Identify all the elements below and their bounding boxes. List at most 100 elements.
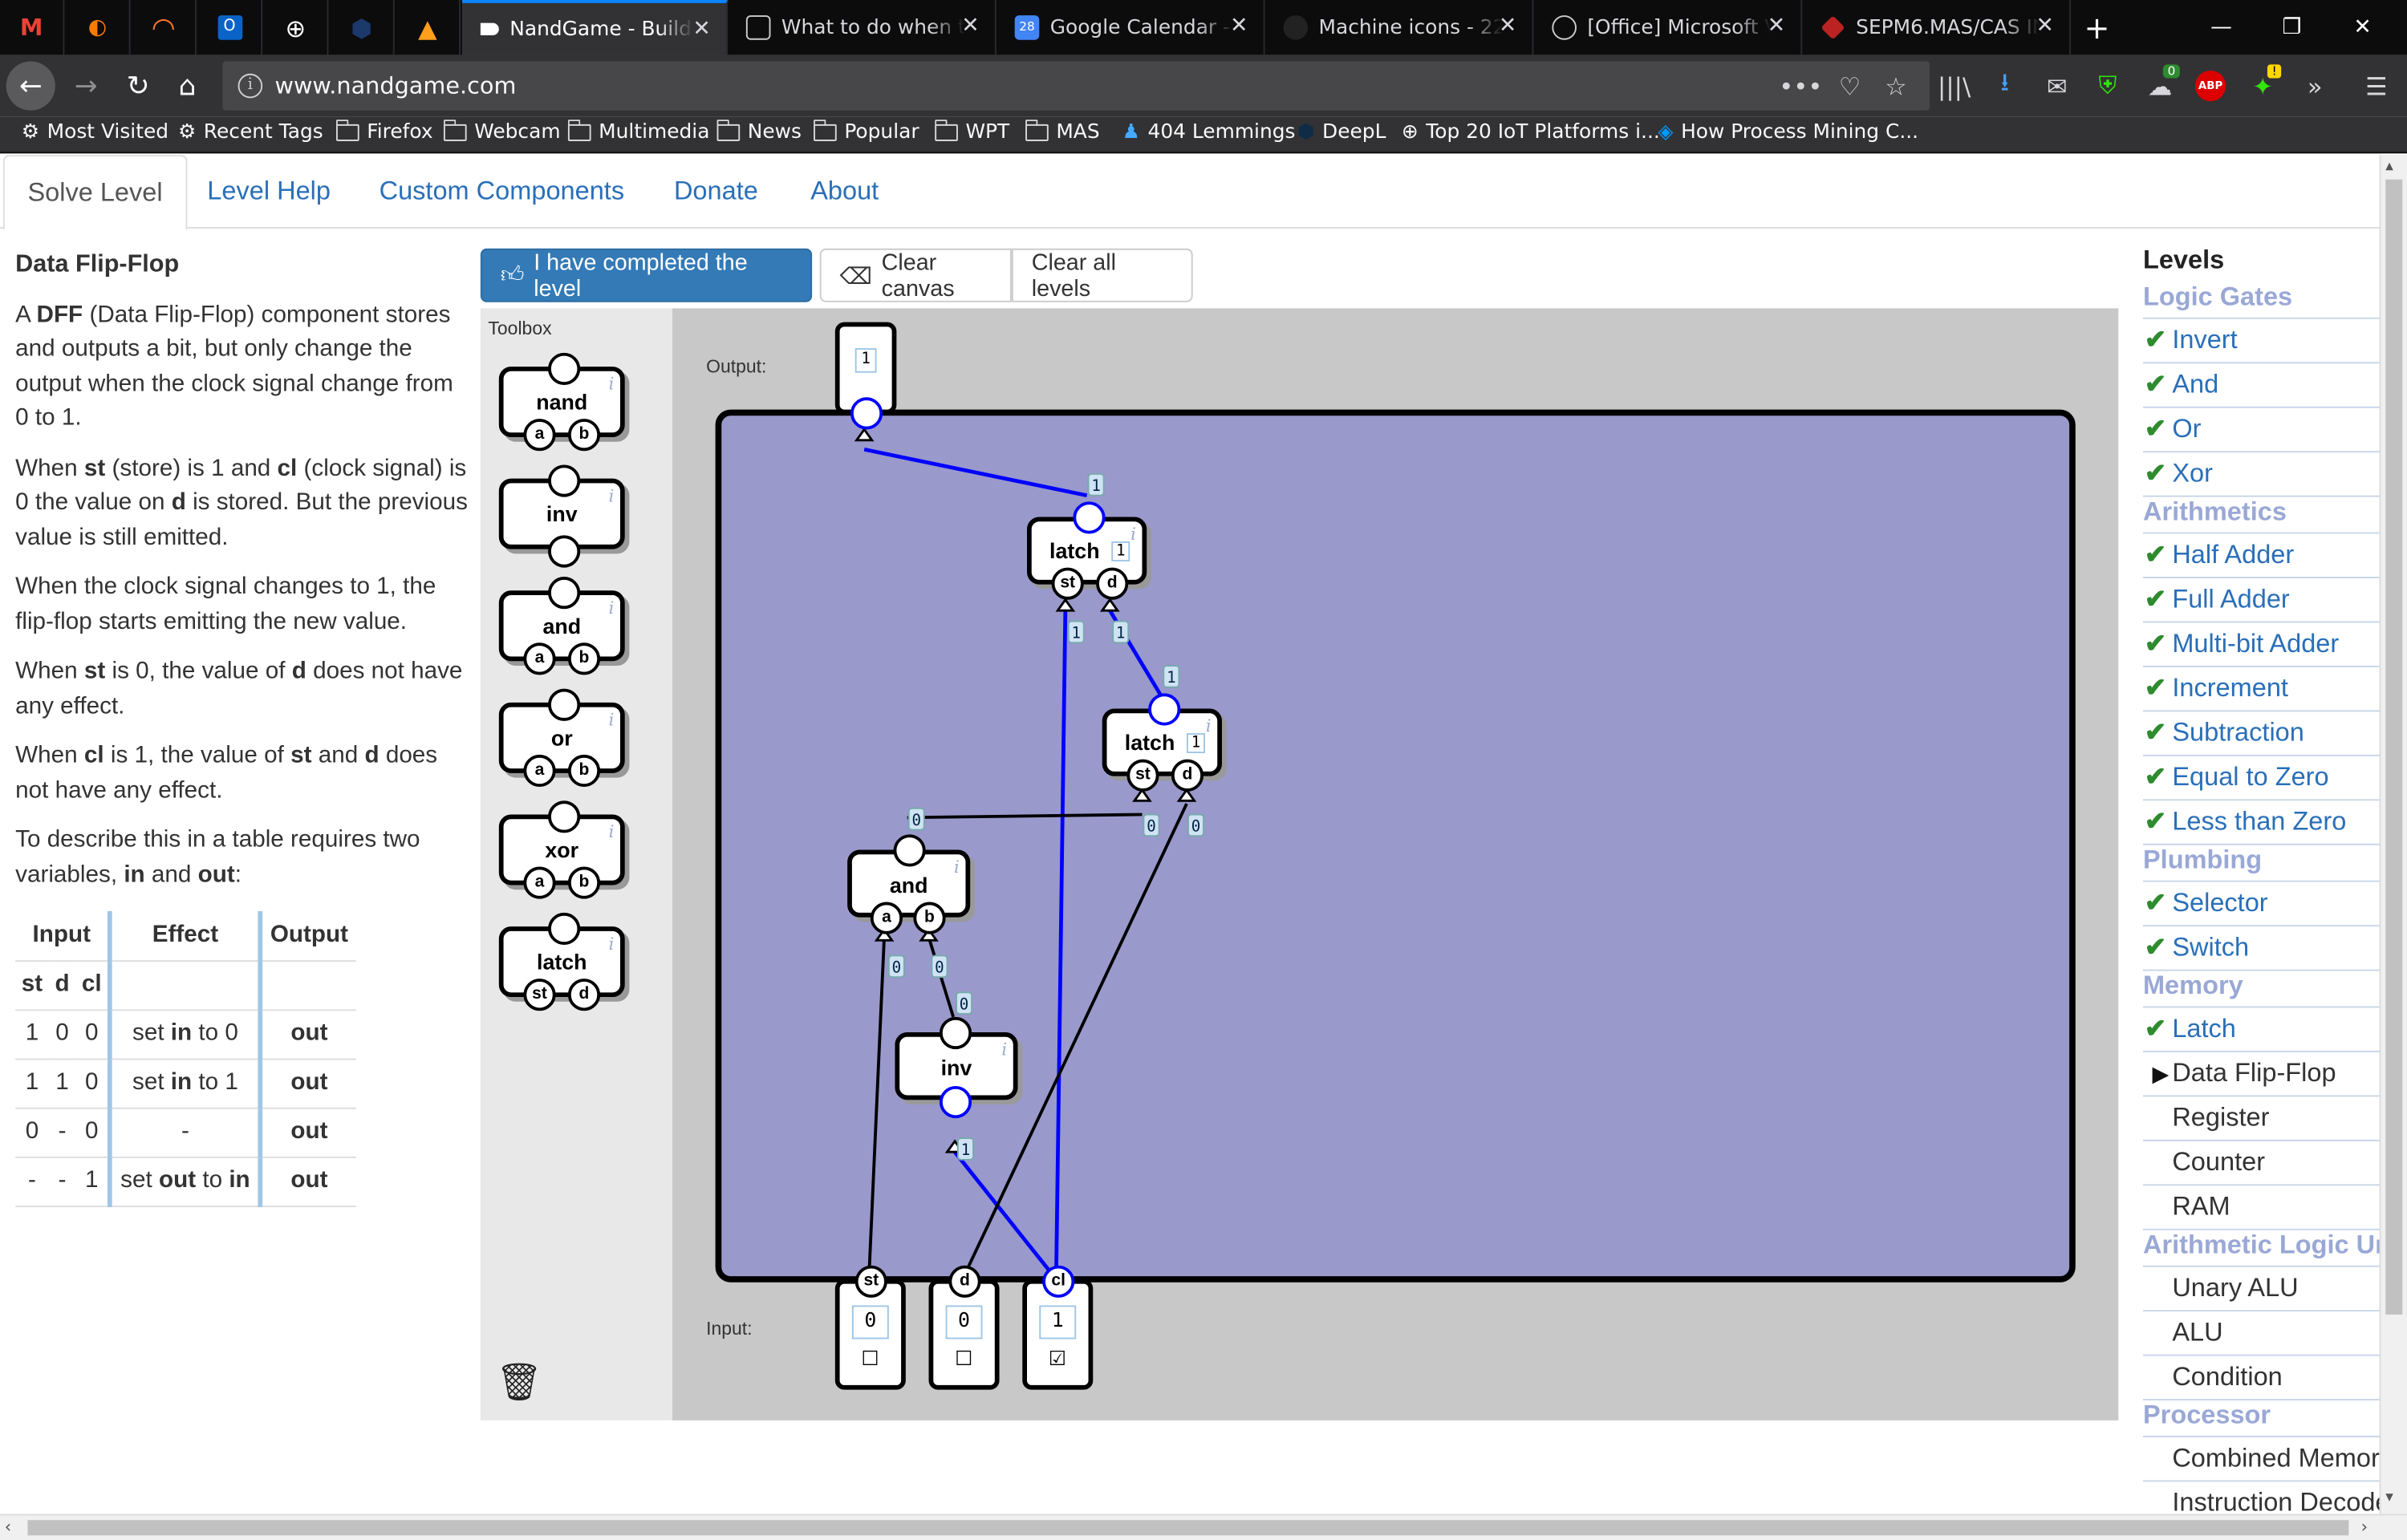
pinned-tab-lemmings[interactable]: ▲: [396, 0, 461, 55]
tab-google-calendar[interactable]: 28 Google Calendar - F ✕: [996, 0, 1265, 55]
bookmark-404-lemmings[interactable]: ♟404 Lemmings: [1122, 121, 1296, 144]
bookmark-firefox[interactable]: Firefox: [335, 120, 433, 144]
tab-what-to-do[interactable]: What to do when th ✕: [728, 0, 996, 55]
bookmark-wpt[interactable]: WPT: [934, 120, 1009, 144]
level-item[interactable]: ✔Increment: [2142, 667, 2380, 712]
bookmark-recent-tags[interactable]: ⚙Recent Tags: [178, 121, 323, 144]
completed-level-button[interactable]: 👍︎I have completed the level: [480, 248, 813, 302]
level-item[interactable]: ✔Subtraction: [2142, 711, 2380, 756]
level-item[interactable]: ✔Half Adder: [2142, 534, 2380, 578]
minimize-button[interactable]: —: [2210, 15, 2232, 40]
close-icon[interactable]: ✕: [1498, 14, 1517, 38]
pinned-tab-outlook[interactable]: O: [198, 0, 263, 55]
bookmark-mas[interactable]: MAS: [1025, 120, 1100, 144]
level-item[interactable]: ALU: [2142, 1311, 2380, 1356]
shield-addon-icon[interactable]: ⛨: [2098, 70, 2117, 100]
level-item[interactable]: Condition: [2142, 1356, 2380, 1401]
tab-custom-components[interactable]: Custom Components: [380, 155, 625, 229]
bookmark-most-visited[interactable]: ⚙Most Visited: [22, 121, 168, 144]
tab-machine-icons[interactable]: Machine icons - 224 ✕: [1265, 0, 1534, 55]
bookmark-news[interactable]: News: [716, 120, 802, 144]
info-icon[interactable]: i: [608, 598, 615, 618]
chevron-right-icon[interactable]: ›: [2360, 1517, 2368, 1538]
adblock-icon[interactable]: ABP: [2195, 70, 2226, 102]
bookmark-webcam[interactable]: Webcam: [442, 120, 561, 144]
info-icon[interactable]: i: [1130, 525, 1136, 545]
horizontal-scrollbar[interactable]: ‹ ›: [0, 1514, 2407, 1540]
level-item[interactable]: ✔Latch: [2142, 1007, 2380, 1052]
tab-sepm[interactable]: SEPM6.MAS/CAS IN ✕: [1802, 0, 2072, 55]
level-item[interactable]: Unary ALU: [2142, 1267, 2380, 1312]
url-bar[interactable]: i www.nandgame.com ••• ♡ ☆: [222, 61, 1930, 111]
level-item[interactable]: Counter: [2142, 1141, 2380, 1186]
info-icon[interactable]: i: [608, 374, 615, 395]
bookmark-process-mining[interactable]: ◈How Process Mining C...: [1658, 121, 1918, 144]
bookmark-popular[interactable]: Popular: [813, 120, 919, 144]
bookmark-multimedia[interactable]: Multimedia: [566, 120, 709, 144]
pinned-tab-jupyter[interactable]: ◠: [132, 0, 197, 55]
pinned-tab-shield[interactable]: ⬢: [330, 0, 395, 55]
close-icon[interactable]: ✕: [961, 14, 980, 38]
checkbox[interactable]: ☐: [955, 1348, 973, 1372]
chevron-down-icon[interactable]: ▾: [2385, 1489, 2393, 1506]
reload-button[interactable]: ↻: [114, 63, 163, 108]
close-window-button[interactable]: ✕: [2353, 15, 2372, 40]
pinned-tab-globe[interactable]: ⊕: [264, 0, 329, 55]
level-item[interactable]: Register: [2142, 1096, 2380, 1141]
input-value[interactable]: 0: [851, 1305, 889, 1339]
restore-button[interactable]: ❐: [2282, 15, 2302, 40]
close-icon[interactable]: ✕: [1767, 14, 1786, 38]
overflow-icon[interactable]: »: [2307, 71, 2323, 101]
info-icon[interactable]: i: [608, 486, 615, 507]
scroll-thumb[interactable]: [2385, 179, 2403, 1315]
level-item[interactable]: ✔Invert: [2142, 319, 2380, 364]
level-item[interactable]: ✔Equal to Zero: [2142, 756, 2380, 801]
level-item[interactable]: ✔Less than Zero: [2142, 800, 2380, 845]
input-value[interactable]: 1: [1039, 1305, 1077, 1339]
library-icon[interactable]: |||\: [1938, 71, 1971, 101]
pocket-icon[interactable]: ♡: [1838, 71, 1861, 101]
info-icon[interactable]: i: [1205, 716, 1212, 736]
level-item[interactable]: ✔Selector: [2142, 882, 2380, 927]
level-item[interactable]: ✔Xor: [2142, 452, 2380, 497]
level-item[interactable]: ✔Switch: [2142, 926, 2380, 971]
input-value[interactable]: 0: [945, 1305, 983, 1339]
close-icon[interactable]: ✕: [1230, 14, 1248, 38]
tab-nandgame[interactable]: NandGame - Build a ✕: [461, 0, 728, 55]
level-item[interactable]: ✔And: [2142, 363, 2380, 408]
info-icon[interactable]: i: [608, 710, 615, 731]
info-icon[interactable]: i: [1001, 1040, 1008, 1060]
level-item[interactable]: ▶Data Flip-Flop: [2142, 1052, 2380, 1097]
pinned-tab-gmail[interactable]: M: [0, 0, 65, 55]
more-actions-icon[interactable]: •••: [1779, 71, 1823, 101]
tab-level-help[interactable]: Level Help: [207, 155, 331, 229]
chevron-up-icon[interactable]: ▴: [2385, 157, 2393, 176]
checkbox[interactable]: ☑: [1048, 1348, 1067, 1372]
chevron-left-icon[interactable]: ‹: [4, 1517, 12, 1538]
scroll-thumb[interactable]: [27, 1520, 2349, 1536]
pinned-tab-audio[interactable]: ◐: [66, 0, 131, 55]
clear-canvas-button[interactable]: ⌫Clear canvas: [819, 248, 1012, 302]
download-icon[interactable]: ⭳: [2000, 67, 2010, 96]
close-icon[interactable]: ✕: [692, 17, 711, 42]
close-icon[interactable]: ✕: [2036, 14, 2054, 38]
trash-icon[interactable]: 🗑︎: [495, 1360, 543, 1404]
level-item[interactable]: ✔Multi-bit Adder: [2142, 622, 2380, 667]
new-tab-button[interactable]: +: [2084, 9, 2110, 47]
info-icon[interactable]: i: [608, 822, 615, 842]
checkbox[interactable]: ☐: [861, 1348, 879, 1372]
level-item[interactable]: Combined Memory: [2142, 1437, 2380, 1482]
level-item[interactable]: ✔Full Adder: [2142, 578, 2380, 623]
mail-icon[interactable]: ✉: [2046, 71, 2068, 101]
bookmark-iot-platforms[interactable]: ⊕Top 20 IoT Platforms i...: [1402, 121, 1660, 144]
